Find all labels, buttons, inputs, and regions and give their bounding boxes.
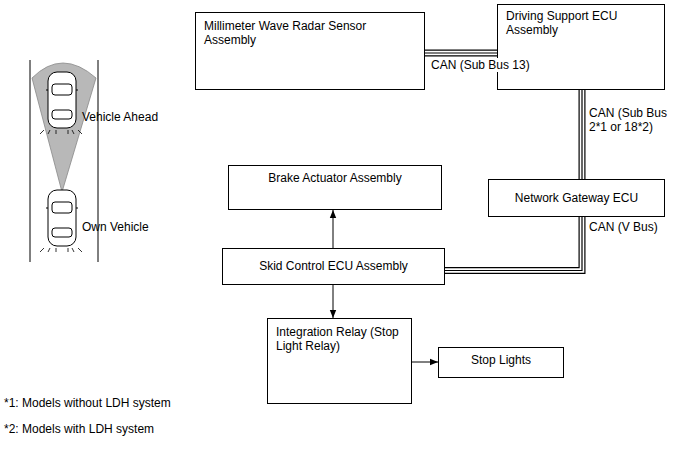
bus-outer <box>445 217 582 271</box>
vehicle-label: Own Vehicle <box>82 220 149 234</box>
arrow-line <box>333 210 334 248</box>
bus-gap <box>425 51 497 56</box>
can-bus-line <box>425 53 497 54</box>
vehicle-label: Vehicle Ahead <box>82 110 158 124</box>
bus-core <box>445 217 582 271</box>
arrow-line <box>412 362 438 363</box>
node-text: Driving Support ECU Assembly <box>506 9 656 37</box>
bus-outer <box>425 50 497 57</box>
ecu-box: Skid Control ECU Assembly <box>222 248 445 285</box>
sensor-box: Millimeter Wave Radar Sensor Assembly <box>195 12 425 90</box>
can-bus-line <box>445 217 582 271</box>
bus-core <box>425 52 497 53</box>
lane-line <box>30 60 31 262</box>
footnote: *1: Models without LDH system <box>4 396 171 410</box>
node-text: Brake Actuator Assembly <box>237 171 433 185</box>
actuator-box: Brake Actuator Assembly <box>228 165 442 210</box>
node-text: Network Gateway ECU <box>495 191 658 205</box>
bus-gap <box>445 217 582 271</box>
can-bus-line <box>582 90 583 179</box>
lamp-box: Stop Lights <box>438 347 564 378</box>
arrow-line <box>333 285 334 318</box>
footnote: *2: Models with LDH system <box>4 422 154 436</box>
bus-label: CAN (Sub Bus 13) <box>430 58 542 72</box>
bus-label: CAN (V Bus) <box>588 220 670 234</box>
bus-core <box>581 90 582 179</box>
bus-label: CAN (Sub Bus 2*1 or 18*2) <box>588 106 670 134</box>
relay-box: Integration Relay (Stop Light Relay) <box>267 318 412 404</box>
node-text: Skid Control ECU Assembly <box>229 259 438 273</box>
signal-arrow <box>333 210 334 248</box>
node-text: Integration Relay (Stop Light Relay) <box>276 325 403 353</box>
radar-beam <box>32 63 96 192</box>
bus-outer <box>579 90 586 179</box>
bus-gap <box>580 90 585 179</box>
signal-arrow <box>412 362 438 363</box>
own-vehicle <box>40 190 82 252</box>
node-text: Millimeter Wave Radar Sensor Assembly <box>204 19 416 47</box>
signal-arrow <box>333 285 334 318</box>
gateway-box: Network Gateway ECU <box>488 179 665 217</box>
vehicle-ahead <box>40 72 82 134</box>
node-text: Stop Lights <box>445 353 557 367</box>
ecu-box: Driving Support ECU Assembly <box>497 4 665 90</box>
